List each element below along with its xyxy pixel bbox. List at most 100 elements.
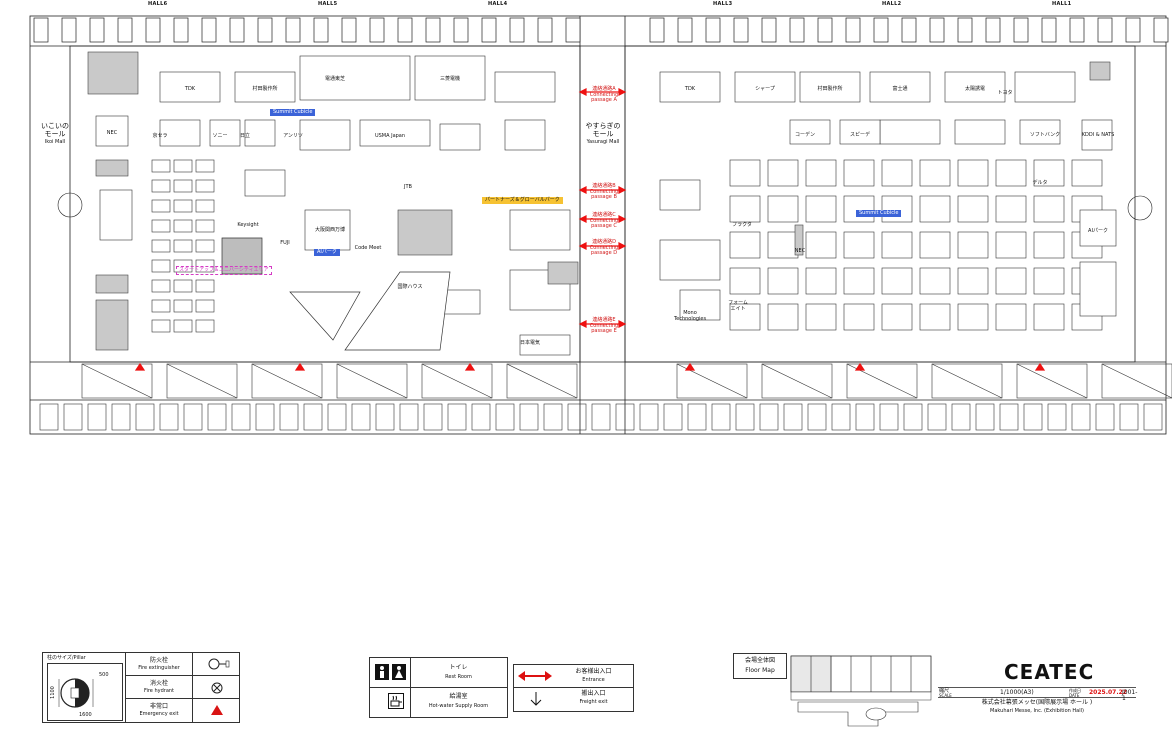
booth-block [359, 119, 431, 147]
booth-block [659, 239, 721, 281]
service-room-cross [421, 363, 493, 399]
booth-block [767, 303, 799, 331]
hall-label-3: HALL3 [713, 1, 733, 7]
connecting-passage-e: 連絡通路E Connecting passage E [586, 317, 622, 335]
booth-block [304, 209, 351, 251]
emergency-exit-mark [464, 362, 476, 371]
booth-block [799, 71, 861, 103]
booth-block [729, 303, 761, 331]
bottom-cell [855, 403, 875, 431]
left-hall-booth-label: 村田製作所 [252, 86, 278, 92]
bottom-cell [687, 403, 707, 431]
bottom-cell [39, 403, 59, 431]
pillar [257, 17, 273, 43]
left-hall-booth-label: 日立 [239, 133, 250, 139]
pillar [845, 17, 861, 43]
booth-block [995, 159, 1027, 187]
bottom-cell [1143, 403, 1163, 431]
freight-exit-jp: 搬出入口 [581, 690, 606, 697]
hall-label-5: HALL5 [318, 1, 338, 7]
booth-block [767, 195, 799, 223]
bottom-cell [927, 403, 947, 431]
bottom-cell [903, 403, 923, 431]
left-hall-booth-label: FUJI [280, 240, 290, 246]
entrance-arrow-icon [518, 671, 552, 681]
arrow-head [578, 242, 587, 250]
passage-c-jp: 連絡通路C [592, 212, 616, 218]
booth-block [843, 303, 875, 331]
grey-block [87, 51, 139, 95]
hot-water-room-icon [388, 693, 404, 709]
passage-a-en: Connecting passage A [589, 91, 619, 103]
yasuragi-mall-jp: やすらぎの モール [585, 122, 621, 138]
connecting-passage-b: 連絡通路B Connecting passage B [586, 183, 622, 201]
booth-block [195, 299, 215, 313]
booth-block [843, 231, 875, 259]
arrow-head [618, 88, 627, 96]
pillar [425, 17, 441, 43]
date-label-jp: 作成日 [1069, 688, 1081, 693]
booth-block [957, 231, 989, 259]
bottom-cell [87, 403, 107, 431]
pillar [873, 17, 889, 43]
freight-exit-en: Freight exit [579, 699, 608, 705]
grey-block [794, 224, 804, 256]
booth-block [767, 267, 799, 295]
venue-en: Makuhari Messe, Inc. (Exhibition Hall) [990, 708, 1084, 714]
pillar [957, 17, 973, 43]
booth-block [151, 259, 171, 273]
passage-b-jp: 連絡通路B [592, 183, 616, 189]
booth-block [244, 169, 286, 197]
restroom-en: Rest Room [445, 674, 472, 680]
booth-block [734, 71, 796, 103]
arrow-head [578, 88, 587, 96]
summit-cubicle-right-tag: Summit Cubicle [856, 210, 902, 217]
fire-extinguisher-en: Fire extinguisher [138, 665, 180, 671]
service-room [1016, 363, 1088, 399]
booth-block [919, 303, 951, 331]
scale-label-jp: 縮尺 [939, 688, 950, 694]
booth-block [504, 119, 546, 151]
drawing-code: J001-1 [1122, 689, 1138, 702]
overview-en: Floor Map [745, 667, 775, 674]
pillar [89, 17, 105, 43]
service-room [761, 363, 833, 399]
booth-block [919, 267, 951, 295]
partners-global-park-tag: パートナーズ＆グローバルパーク [482, 197, 563, 204]
arrow-head [578, 320, 587, 328]
left-hall-booth-label: 電通 [324, 76, 335, 82]
scale-label-en: SCALE [939, 693, 952, 698]
booth-block [1033, 159, 1065, 187]
booth-block [995, 195, 1027, 223]
bottom-cell [495, 403, 515, 431]
hall-label-6: HALL6 [148, 1, 168, 7]
right-hall-booth-label: Mono Technologies [673, 310, 707, 322]
bottom-cell [543, 403, 563, 431]
bottom-cell [375, 403, 395, 431]
fire-legend: 防火栓 Fire extinguisher 消火栓 Fire hydrant 非… [125, 653, 240, 722]
pillar [817, 17, 833, 43]
service-room [166, 363, 238, 399]
overview-jp: 会場全体図 [744, 657, 775, 664]
booth-block [195, 319, 215, 333]
right-hall-booth-label: トヨタ [997, 90, 1013, 96]
ai-park-tag: AIパーク [314, 249, 340, 256]
bottom-cell [519, 403, 539, 431]
yasuragi-mall-label: やすらぎの モール Yasuragi Mall [582, 122, 624, 146]
legend-facilities: トイレ Rest Room 給湯室 Hot-water Supply Room [369, 657, 508, 718]
bottom-cell [231, 403, 251, 431]
floor-map-drawing [29, 15, 1172, 435]
date-label-en: DATE [1069, 693, 1080, 698]
overview-label: 会場全体図 Floor Map [733, 653, 787, 679]
bottom-cell [63, 403, 83, 431]
pillar [537, 17, 553, 43]
booth-block [729, 159, 761, 187]
booth-block [729, 195, 761, 223]
right-hall-booth-label: シャープ [755, 86, 775, 92]
booth-block [659, 179, 701, 211]
pillar [313, 17, 329, 43]
hall-label-4: HALL4 [488, 1, 508, 7]
pillar [481, 17, 497, 43]
booth-block [99, 189, 133, 241]
pillar [285, 17, 301, 43]
